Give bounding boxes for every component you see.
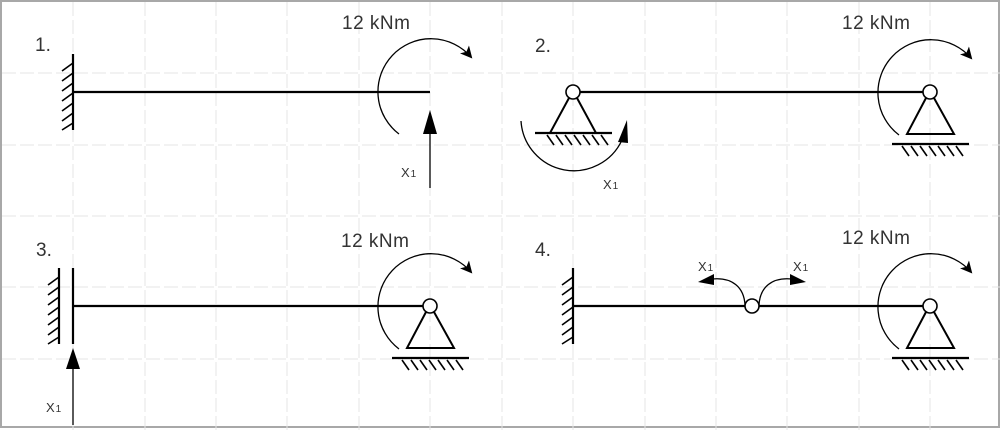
pin-support-icon (892, 298, 969, 371)
panel-3-number: 3. (36, 240, 52, 261)
arrow-head-icon (698, 274, 714, 285)
panel-1-number: 1. (35, 35, 51, 56)
moment-arc-icon (877, 39, 973, 136)
panel-1: 1. 12 kNm X1 (35, 13, 473, 188)
moment-arc-icon (377, 253, 473, 350)
moment-label: 12 kNm (842, 13, 910, 34)
arrow-head-icon (66, 348, 80, 369)
redundant-moment-right-arc-icon (758, 278, 793, 306)
moment-label: 12 kNm (342, 13, 410, 34)
sliding-clamp-support-icon (47, 268, 75, 345)
redundant-label-right: X1 (793, 259, 809, 274)
redundant-moment-arc-icon (520, 120, 623, 172)
moment-label: 12 kNm (842, 228, 910, 249)
arrow-head-icon (790, 274, 806, 285)
fixed-wall-support-icon (61, 54, 75, 131)
panel-2: 2. X1 (520, 13, 973, 192)
moment-label: 12 kNm (341, 231, 409, 252)
redundant-label: X1 (46, 400, 62, 415)
panel-3: 3. X1 (36, 231, 473, 425)
redundant-label-left: X1 (698, 259, 714, 274)
redundant-label: X1 (401, 165, 417, 180)
pin-support-icon (535, 84, 612, 146)
panel-4: 4. X1 X1 (535, 228, 973, 371)
moment-arc-icon (377, 38, 473, 135)
redundant-label: X1 (603, 177, 619, 192)
redundant-moment-left-arc-icon (711, 278, 746, 306)
arrow-head-icon (423, 110, 437, 134)
pin-support-icon (892, 84, 969, 157)
moment-arc-icon (877, 253, 973, 350)
internal-hinge-icon (744, 298, 760, 314)
panel-4-number: 4. (535, 240, 551, 261)
panel-2-number: 2. (535, 36, 551, 57)
fixed-wall-support-icon (561, 268, 575, 345)
arrow-head-icon (618, 120, 628, 143)
pin-support-icon (392, 298, 469, 371)
